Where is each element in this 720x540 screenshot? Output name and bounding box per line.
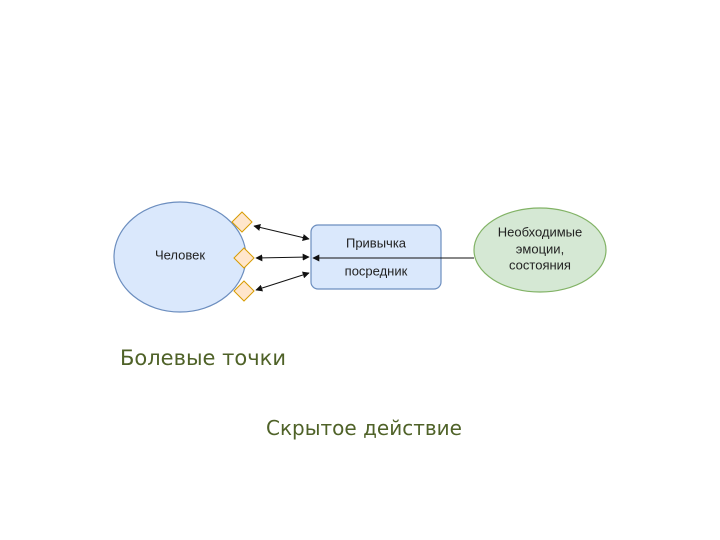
hidden-action-caption: Скрытое действие — [266, 416, 462, 440]
pain-point-diamond — [233, 280, 255, 302]
pain-point-diamond — [233, 247, 255, 269]
needs-label-line2: эмоции, — [516, 241, 564, 256]
person-label: Человек — [155, 247, 205, 262]
connectors — [253, 224, 474, 292]
pain-point-markers — [231, 211, 255, 302]
connector-top — [253, 224, 310, 241]
habit-label-line1: Привычка — [346, 235, 407, 250]
habit-node — [310, 224, 442, 290]
pain-point-diamond — [231, 211, 253, 233]
needs-label-line3: состояния — [509, 257, 571, 272]
habit-label-line2: посредник — [345, 263, 408, 278]
connector-bottom — [255, 271, 310, 292]
connector-middle — [255, 253, 310, 262]
pain-points-caption: Болевые точки — [120, 346, 286, 370]
needs-node — [473, 207, 607, 293]
needs-label-line1: Необходимые — [498, 224, 583, 239]
